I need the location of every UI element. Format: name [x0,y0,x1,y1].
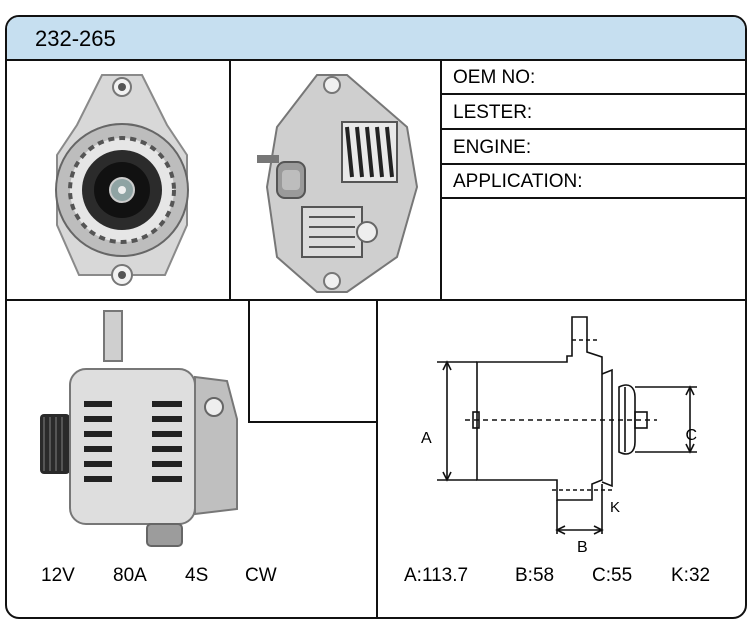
divider [442,93,745,95]
diagram-label-b: B [577,539,588,552]
divider [442,197,745,199]
application-label: APPLICATION: [453,171,583,192]
rotation-direction: CW [245,565,277,586]
divider [7,299,745,301]
voltage-rating: 12V [41,565,75,586]
divider [248,301,250,423]
amperage-rating: 80A [113,565,147,586]
dimension-c: C:55 [592,565,633,586]
divider [248,421,378,423]
divider [229,59,231,301]
divider [442,163,745,165]
dimension-b: B:58 [515,565,555,586]
divider [440,59,442,301]
diagram-label-k: K [610,499,620,516]
dimension-diagram: A B C K [421,316,697,552]
diagram-label-a: A [421,430,432,447]
alternator-side-view-image [40,310,238,547]
lester-label: LESTER: [453,102,533,123]
alternator-rear-view-image [257,74,419,293]
oem-no-label: OEM NO: [453,67,536,88]
dimension-k: K:32 [671,565,711,586]
spec-sheet: 232-265 OEM NO: LESTER: ENGINE: APPLICAT… [5,15,747,619]
divider [376,301,378,617]
diagram-label-c: C [685,427,697,444]
divider [442,128,745,130]
engine-label: ENGINE: [453,137,532,158]
header-bar: 232-265 [7,17,745,61]
dimension-a: A:113.7 [404,565,469,586]
alternator-front-view-image [55,74,189,286]
pulley-type: 4S [185,565,209,586]
part-number: 232-265 [35,26,116,51]
